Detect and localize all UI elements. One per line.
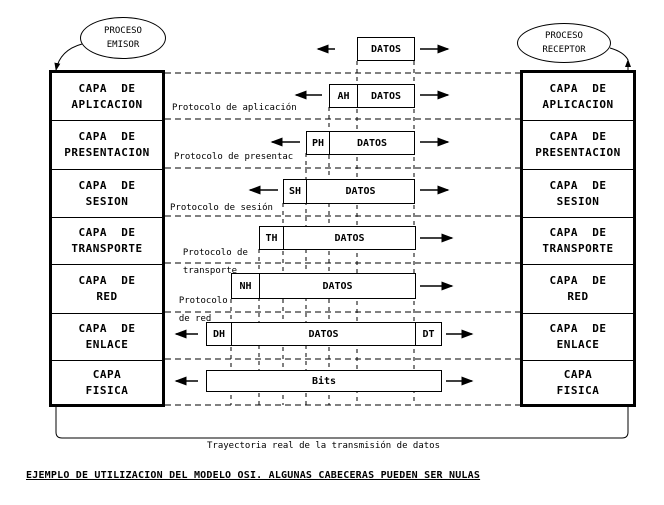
protocol-session: Protocolo de sesión (170, 203, 273, 213)
sender-layer-network: CAPA DE RED (52, 265, 162, 314)
layer-label: CAPA DE (78, 322, 136, 335)
session-pdu: SH DATOS (283, 179, 415, 204)
header-th: TH (260, 227, 284, 249)
user-data-label: DATOS (370, 43, 402, 55)
layer-label: RED (96, 290, 118, 303)
receiver-layer-network: CAPA DE RED (523, 265, 633, 314)
transmission-path (54, 43, 631, 439)
protocol-transport: Protocolo de transporte (172, 240, 248, 276)
pdu-data: DATOS (356, 137, 388, 149)
layer-label: ENLACE (556, 338, 600, 351)
sender-layer-link: CAPA DE ENLACE (52, 314, 162, 361)
layer-label: SESION (85, 194, 129, 208)
receiver-layer-physical: CAPA FISICA (523, 361, 633, 404)
header-sh: SH (284, 180, 307, 203)
layer-label: CAPA DE (78, 274, 136, 287)
receiver-process-line2: RECEPTOR (542, 45, 586, 55)
receiver-process-line1: PROCESO (545, 31, 583, 41)
bits-label: Bits (311, 375, 337, 387)
protocol-network-line1: Protocolo (178, 296, 228, 306)
sender-process: PROCESO EMISOR (80, 17, 166, 59)
link-frame: DH DATOS DT (206, 322, 442, 346)
pdu-data: DATOS (345, 186, 376, 197)
physical-bits: Bits (206, 370, 442, 392)
transmission-path-label: Trayectoria real de la transmisión de da… (207, 441, 440, 451)
header-ph: PH (307, 132, 330, 154)
header-dh: DH (207, 323, 232, 345)
layer-label: CAPA (563, 367, 593, 381)
presentation-pdu: PH DATOS (306, 131, 415, 155)
receiver-layer-session: CAPA DE SESION (523, 170, 633, 218)
layer-label: ENLACE (85, 338, 129, 351)
protocol-network-line2: de red (178, 314, 212, 324)
receiver-layer-application: CAPA DE APLICACION (523, 73, 633, 121)
application-pdu: AH DATOS (329, 84, 415, 108)
layer-dashed-lines (165, 72, 520, 406)
layer-label: CAPA DE (78, 226, 136, 239)
layer-label: CAPA DE (549, 226, 607, 239)
sender-layer-session: CAPA DE SESION (52, 170, 162, 218)
layer-label: CAPA DE (78, 130, 136, 143)
sender-process-line2: EMISOR (106, 40, 140, 50)
layer-label: CAPA DE (549, 130, 607, 143)
protocol-presentation: Protocolo de presentac (174, 152, 294, 162)
pdu-data: DATOS (308, 328, 339, 340)
layer-label: APLICACION (542, 97, 614, 111)
trailer-dt: DT (415, 323, 441, 345)
receiver-layer-presentation: CAPA DE PRESENTACION (523, 121, 633, 170)
layer-label: PRESENTACION (64, 146, 150, 159)
protocol-transport-line1: Protocolo de (182, 248, 248, 258)
network-pdu: NH DATOS (231, 273, 416, 299)
layer-label: CAPA DE (549, 81, 607, 95)
sender-process-line1: PROCESO (104, 26, 142, 36)
figure-caption: EJEMPLO DE UTILIZACION DEL MODELO OSI. A… (26, 470, 481, 481)
protocol-network: Protocolo de red (168, 288, 228, 324)
layer-label: CAPA DE (549, 274, 607, 287)
header-ah: AH (330, 85, 358, 107)
layer-label: TRANSPORTE (71, 242, 143, 255)
layer-label: SESION (556, 194, 600, 208)
layer-label: CAPA DE (78, 81, 136, 95)
layer-label: FISICA (556, 383, 600, 397)
receiver-layer-transport: CAPA DE TRANSPORTE (523, 218, 633, 265)
flow-arrows (174, 44, 474, 386)
layer-label: CAPA DE (549, 178, 607, 192)
pdu-data: DATOS (322, 280, 353, 292)
sender-layer-application: CAPA DE APLICACION (52, 73, 162, 121)
layer-label: CAPA DE (549, 322, 607, 335)
sender-layer-presentation: CAPA DE PRESENTACION (52, 121, 162, 170)
sender-layer-transport: CAPA DE TRANSPORTE (52, 218, 162, 265)
layer-label: RED (567, 290, 589, 303)
user-data-box: DATOS (357, 37, 415, 61)
layer-label: APLICACION (71, 97, 143, 111)
transport-pdu: TH DATOS (259, 226, 416, 250)
pdu-data: DATOS (370, 90, 402, 102)
pdu-data: DATOS (334, 232, 365, 244)
sender-layer-stack: CAPA DE APLICACION CAPA DE PRESENTACION … (49, 70, 165, 407)
layer-label: PRESENTACION (535, 146, 621, 159)
header-nh: NH (232, 274, 260, 298)
layer-label: FISICA (85, 383, 129, 397)
sender-layer-physical: CAPA FISICA (52, 361, 162, 404)
receiver-process: PROCESO RECEPTOR (517, 23, 611, 63)
layer-label: CAPA DE (78, 178, 136, 192)
protocol-application: Protocolo de aplicación (172, 103, 297, 113)
protocol-transport-line2: transporte (182, 266, 238, 276)
receiver-layer-link: CAPA DE ENLACE (523, 314, 633, 361)
layer-label: CAPA (92, 367, 122, 381)
receiver-layer-stack: CAPA DE APLICACION CAPA DE PRESENTACION … (520, 70, 636, 407)
layer-label: TRANSPORTE (542, 242, 614, 255)
